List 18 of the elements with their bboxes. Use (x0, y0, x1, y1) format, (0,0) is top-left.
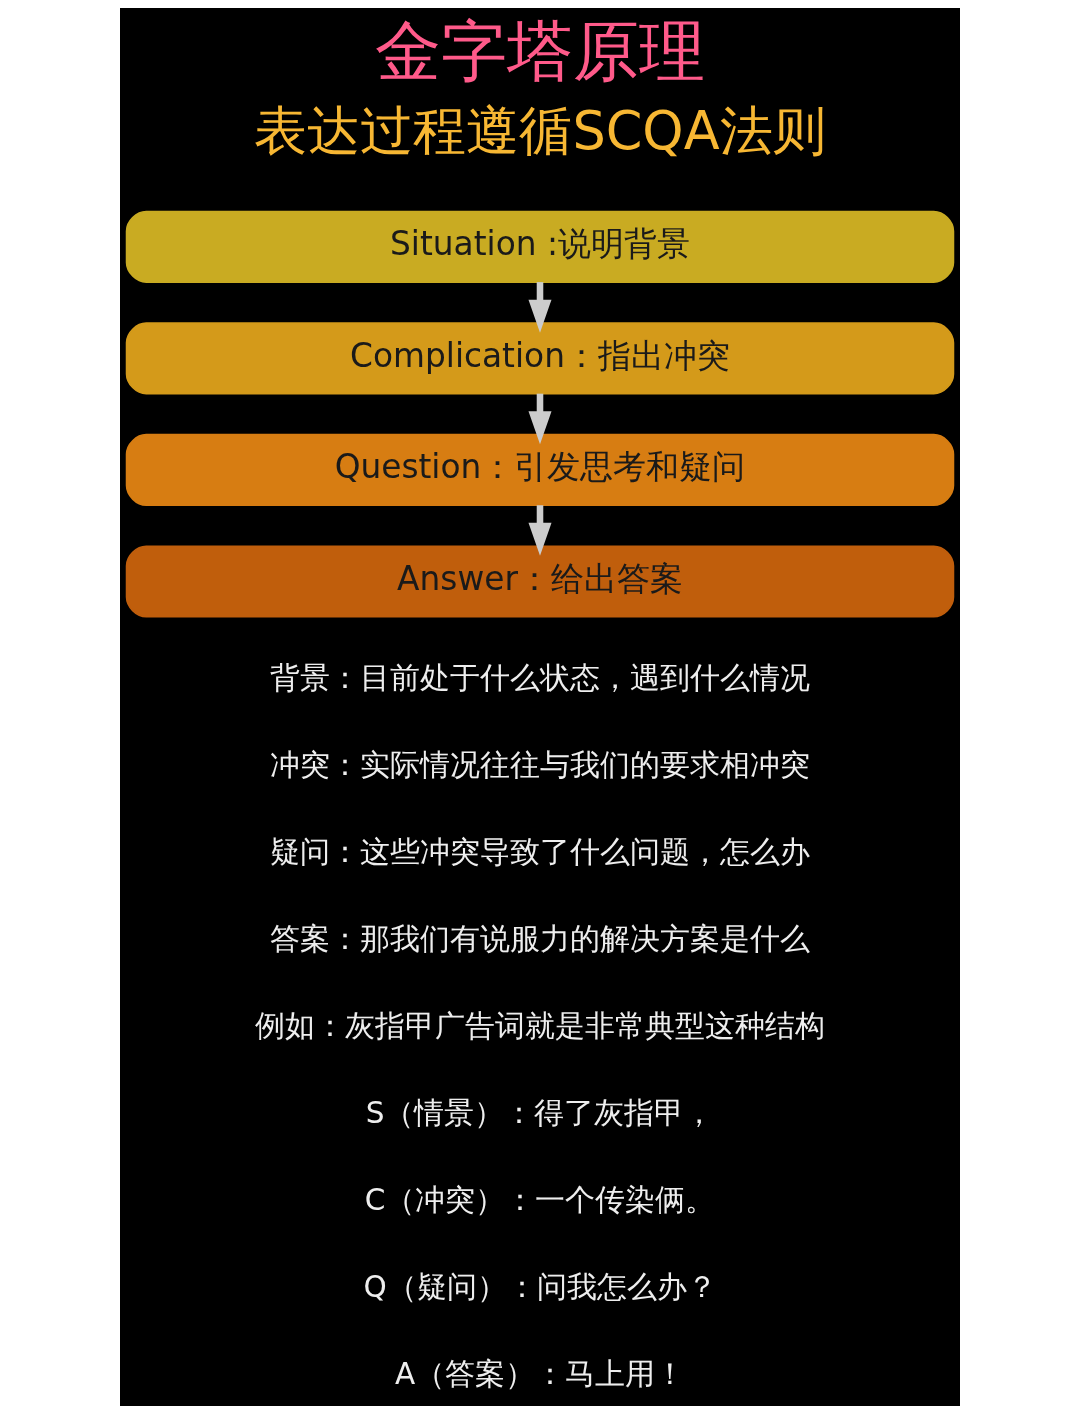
label: 例如：灰指甲广告词就是非常典型这种结构 (255, 1008, 825, 1043)
label: 答案：那我们有说服力的解决方案是什么 (270, 921, 810, 956)
label: 冲突：实际情况往往与我们的要求相冲突 (270, 747, 810, 782)
label: S（情景）：得了灰指甲， (365, 1095, 715, 1130)
diagram-title: 金字塔原理 (375, 12, 705, 89)
arrow (528, 282, 552, 333)
node-box: Answer：给出答案 (125, 545, 955, 618)
label: A（答案）：马上用！ (394, 1356, 686, 1391)
node-box: Question：引发思考和疑问 (125, 433, 955, 506)
node-box: Complication：指出冲突 (125, 322, 955, 395)
arrow (528, 393, 552, 445)
label: 疑问：这些冲突导致了什么问题，怎么办 (270, 834, 810, 869)
label: 背景：目前处于什么状态，遇到什么情况 (270, 660, 810, 695)
label: C（冲突）：一个传染俩。 (364, 1182, 716, 1217)
node-box: Situation :说明背景 (125, 210, 955, 283)
arrow (528, 505, 552, 556)
label: Q（疑问）：问我怎么办？ (363, 1269, 717, 1304)
label: 表达过程遵循SCQA法则 (254, 99, 826, 161)
